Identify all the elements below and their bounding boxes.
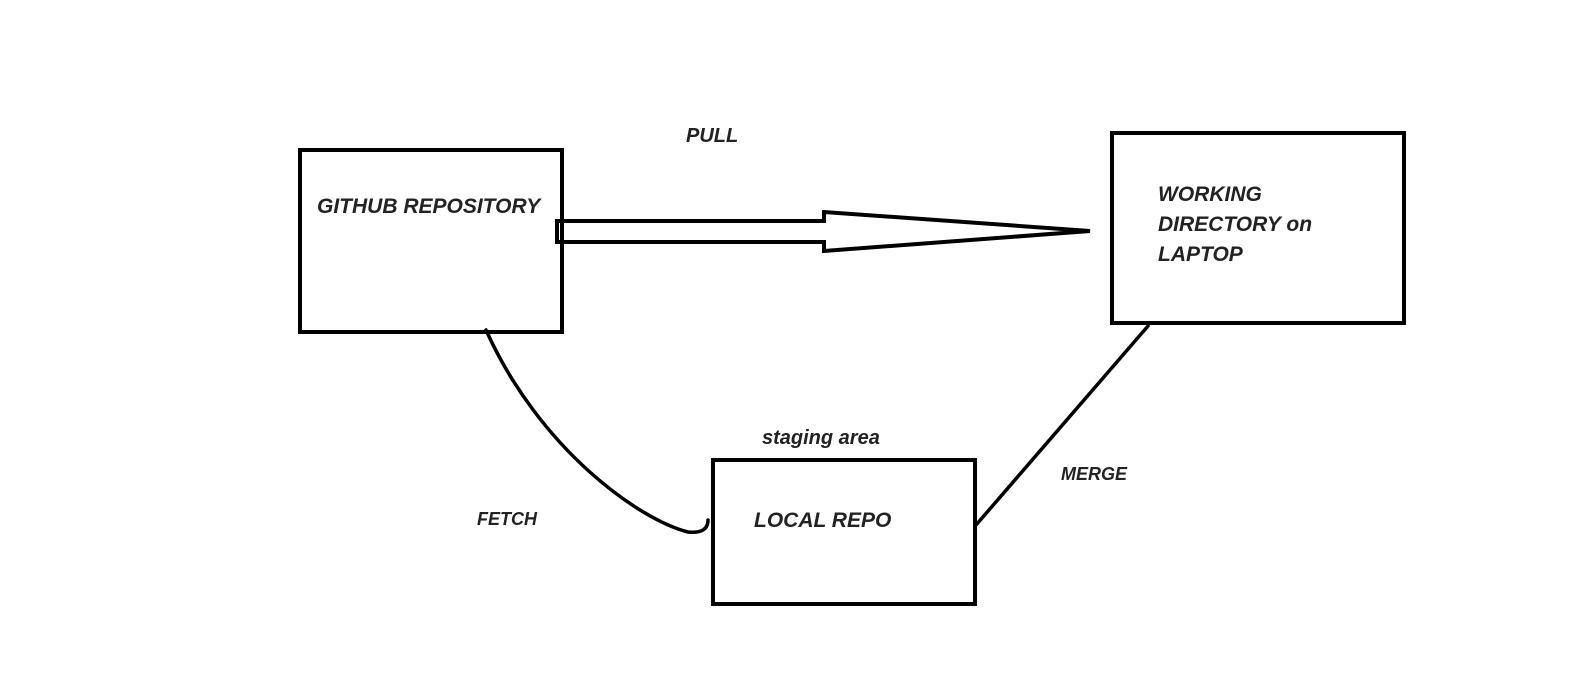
working-directory-line-3: LAPTOP bbox=[1158, 243, 1243, 266]
pull-label: PULL bbox=[686, 125, 739, 147]
pull-arrow bbox=[555, 209, 1091, 254]
github-repository-label: GITHUB REPOSITORY bbox=[317, 195, 541, 218]
local-repo-box bbox=[711, 458, 977, 606]
merge-label: MERGE bbox=[1061, 464, 1128, 484]
github-repository-box bbox=[298, 148, 564, 334]
working-directory-label: WORKING DIRECTORY on LAPTOP bbox=[1158, 180, 1358, 270]
fetch-label: FETCH bbox=[477, 509, 537, 529]
working-directory-line-1: WORKING bbox=[1158, 183, 1262, 206]
working-directory-line-2: DIRECTORY on bbox=[1158, 213, 1313, 236]
working-directory-box bbox=[1110, 131, 1406, 325]
local-repo-label: LOCAL REPO bbox=[754, 509, 892, 532]
staging-area-caption: staging area bbox=[762, 427, 880, 449]
fetch-connector bbox=[484, 328, 710, 534]
merge-connector bbox=[974, 324, 1150, 527]
